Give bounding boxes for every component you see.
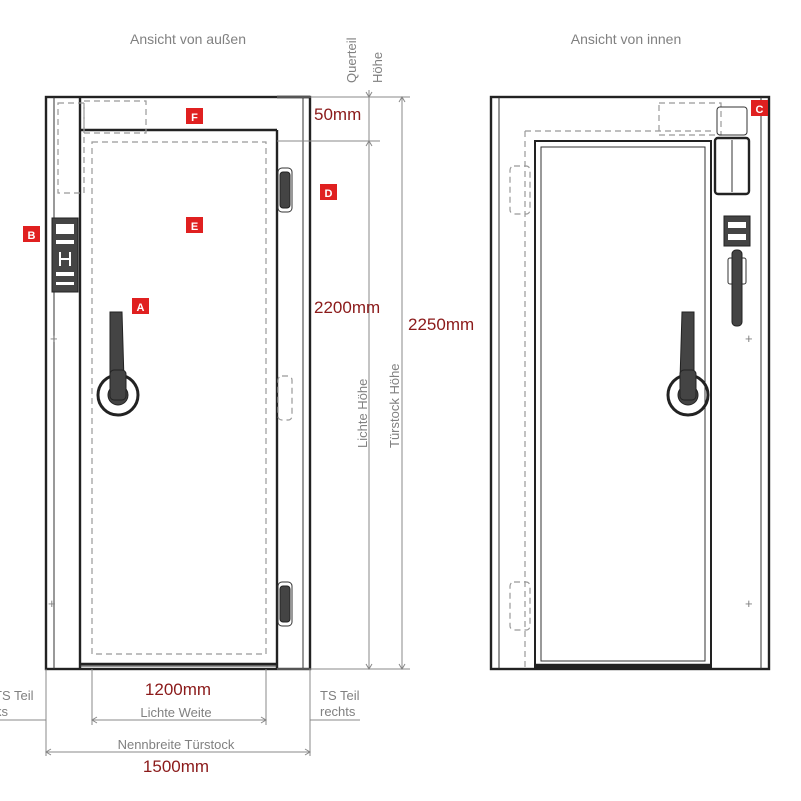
badge-d-text: D	[325, 188, 333, 200]
ts-right-label-1: TS Teil	[320, 688, 360, 703]
screw-mark-2: +	[48, 596, 56, 611]
inside-screw-1: +	[745, 331, 753, 346]
dim-arrow-3	[398, 96, 406, 670]
door-closer-c	[713, 106, 751, 196]
frame-height-label: Türstock Höhe	[387, 363, 402, 448]
badge-f: F	[186, 108, 203, 124]
inside-leaf	[534, 140, 712, 668]
inside-view-title: Ansicht von innen	[571, 31, 682, 47]
inside-frame	[489, 95, 771, 671]
badge-a: A	[132, 298, 149, 314]
dim-1500mm: 1500mm	[143, 757, 209, 776]
dim-arrow-4	[91, 716, 267, 724]
badge-a-text: A	[137, 302, 145, 314]
badge-c: C	[751, 100, 768, 116]
outside-hinge-bottom	[277, 581, 293, 627]
outside-handle	[96, 311, 140, 417]
outside-hinge-top	[277, 167, 293, 213]
inside-screw-2: +	[745, 596, 753, 611]
badge-e-text: E	[191, 221, 198, 233]
screw-mark-1: +	[50, 331, 58, 346]
ts-left-label-2: links	[0, 704, 9, 719]
badge-c-text: C	[756, 104, 764, 116]
transom-height-label-1: Querteil	[344, 37, 359, 83]
inside-handle	[666, 311, 710, 417]
badge-d: D	[320, 184, 337, 200]
transom-height-label-2: Höhe	[370, 52, 385, 83]
dim-1200mm: 1200mm	[145, 680, 211, 699]
badge-e: E	[186, 217, 203, 233]
outside-frame	[44, 95, 312, 671]
ts-left-label-1: TS Teil	[0, 688, 34, 703]
inside-leaf-panel	[540, 146, 706, 662]
dim-arrow-1	[365, 91, 373, 98]
ts-right-label-2: rechts	[320, 704, 356, 719]
dim-50mm: 50mm	[314, 105, 361, 124]
badge-f-text: F	[191, 112, 198, 124]
outside-leaf-dashed-panel	[91, 141, 267, 655]
outside-lock-b	[51, 217, 79, 293]
inside-hinge-bottom	[509, 581, 531, 631]
dim-2250mm: 2250mm	[408, 315, 474, 334]
nominal-width-label: Nennbreite Türstock	[118, 737, 235, 752]
dim-2200mm: 2200mm	[314, 298, 380, 317]
outside-hinge-middle	[277, 375, 293, 421]
outside-door: + +	[44, 95, 312, 671]
badge-b: B	[23, 226, 40, 242]
badge-b-text: B	[28, 230, 36, 242]
dim-arrow-5	[45, 748, 311, 756]
inside-lock	[723, 215, 751, 327]
dim-arrow-2	[365, 140, 373, 670]
clear-height-label: Lichte Höhe	[355, 379, 370, 448]
clear-width-label: Lichte Weite	[140, 705, 211, 720]
closer-box-outside	[57, 102, 85, 194]
inside-door: + +	[489, 95, 771, 671]
outside-view-title: Ansicht von außen	[130, 31, 246, 47]
inside-transom-box	[658, 102, 722, 136]
inside-hinge-top	[509, 165, 531, 215]
transom-box	[83, 100, 147, 134]
